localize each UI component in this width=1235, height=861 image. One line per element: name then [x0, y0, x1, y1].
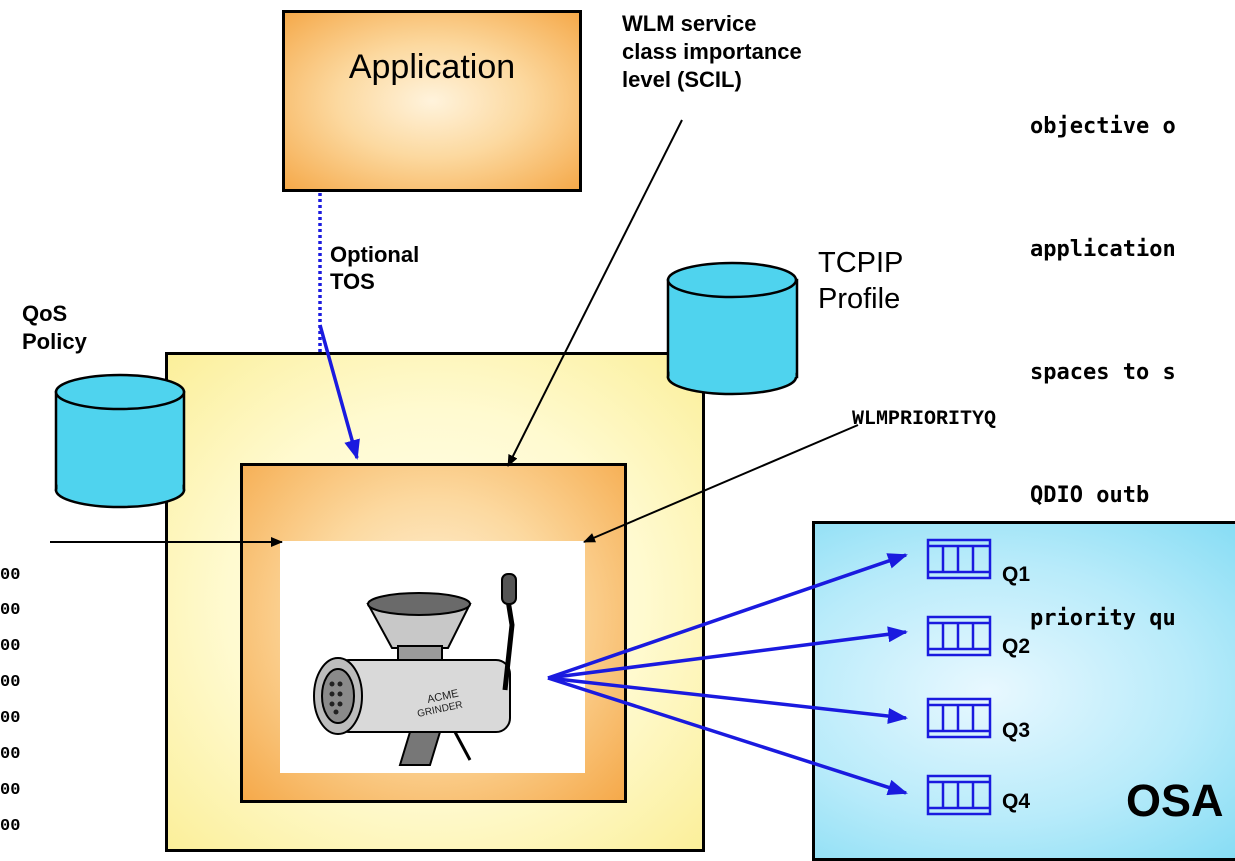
osa-adapter-box [812, 521, 1235, 861]
objective-line: application [1030, 237, 1176, 262]
optional-tos-label: Optional TOS [330, 241, 419, 295]
queue-label-q2: Q2 [1002, 635, 1031, 658]
arrow-to-q1 [547, 553, 908, 680]
application-box [282, 10, 582, 192]
wlm-scil-pointer-arrow [507, 119, 683, 467]
objective-line: QDIO outb [1030, 483, 1150, 508]
objective-line: objective o [1030, 114, 1176, 139]
queue-icon-q1 [926, 538, 992, 580]
qos-policy-line: Policy [22, 329, 87, 354]
meat-grinder-icon: ACME GRINDER [313, 573, 517, 766]
packet-entry: 00 [0, 601, 21, 620]
tcpip-profile-label: TCPIP Profile [818, 245, 903, 317]
optional-tos-line: TOS [330, 269, 375, 294]
objective-text: objective o application spaces to s QDIO… [1030, 24, 1176, 680]
wlm-note-line: WLM service [622, 11, 757, 36]
packet-entry: 00 [0, 745, 21, 764]
queue-label-q4: Q4 [1002, 790, 1031, 813]
queue-label-q3: Q3 [1002, 719, 1031, 742]
queue-icon-q3 [926, 697, 992, 739]
queue-label-q1: Q1 [1002, 563, 1031, 586]
packet-entry: 00 [0, 781, 21, 800]
tos-arrow [318, 324, 360, 460]
objective-line: priority qu [1030, 606, 1176, 631]
arrow-to-q4 [547, 676, 908, 796]
packet-entry: 00 [0, 673, 21, 692]
packet-entry: 00 [0, 709, 21, 728]
optional-tos-line: Optional [330, 242, 420, 267]
qos-policy-label: QoS Policy [22, 300, 87, 356]
tcpip-profile-line: TCPIP [818, 247, 904, 279]
packet-entry: 00 [0, 637, 21, 656]
packet-entry: 00 [0, 817, 21, 836]
wlm-note-line: level (SCIL) [622, 67, 742, 92]
qos-policy-database-icon [54, 373, 186, 509]
wlmpriorityq-label: WLMPRIORITYQ [852, 408, 997, 431]
tcpip-profile-database-icon [666, 261, 799, 396]
arrow-to-q3 [547, 676, 908, 724]
osa-label: OSA [1126, 775, 1224, 826]
queue-dispatch-arrows [547, 553, 908, 796]
arrow-to-q2 [547, 626, 908, 680]
tcpip-profile-line: Profile [818, 283, 901, 315]
queue-icon-q2 [926, 615, 992, 657]
objective-line: spaces to s [1030, 360, 1176, 385]
qos-policy-line: QoS [22, 301, 68, 326]
wlmpriorityq-pointer-arrow [583, 424, 859, 543]
application-label: Application [348, 48, 516, 86]
queue-icon-q4 [926, 774, 992, 816]
wlm-service-class-note: WLM service class importance level (SCIL… [622, 10, 802, 94]
wlm-note-line: class importance [622, 39, 802, 64]
packet-entry: 00 [0, 566, 21, 585]
